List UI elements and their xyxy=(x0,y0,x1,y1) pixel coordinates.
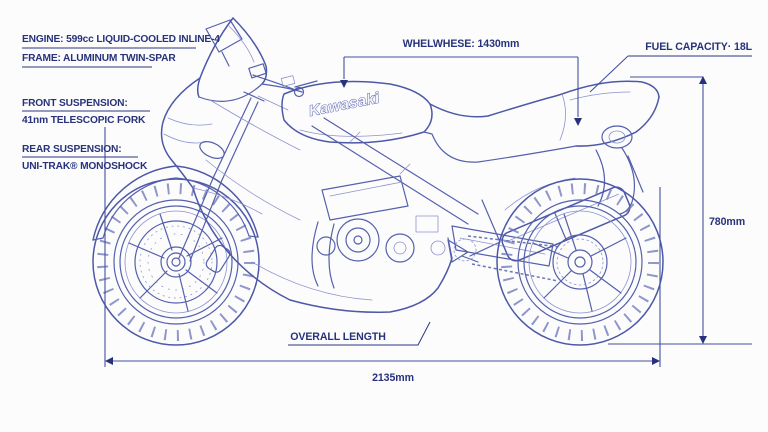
belly-pan xyxy=(251,237,453,313)
front-wheel xyxy=(92,178,260,346)
overall-length-label: OVERALL LENGTH xyxy=(290,331,386,343)
spec-labels: ENGINE: 599cc LIQUID-COOLED INLINE-4 FRA… xyxy=(22,34,220,172)
front-suspension-value: 41nm TELESCOPIC FORK xyxy=(22,115,146,126)
height-label: 780mm xyxy=(709,216,745,228)
windscreen xyxy=(196,17,268,102)
rear-wheel xyxy=(496,178,664,346)
engine xyxy=(311,175,446,289)
wheelbase-dimension: WHELWHESE: 1430mm xyxy=(340,38,582,126)
handlebar-controls xyxy=(248,63,318,98)
fuel-capacity-label: FUEL CAPACITY· 18L xyxy=(645,41,752,53)
kawasaki-logo: Kawasaki xyxy=(308,89,382,119)
overall-length-value: 2135mm xyxy=(372,372,414,384)
rear-spokes xyxy=(532,213,627,312)
engine-spec-label: ENGINE: 599cc LIQUID-COOLED INLINE-4 xyxy=(22,34,220,45)
fuel-capacity-callout: FUEL CAPACITY· 18L xyxy=(589,41,753,93)
front-spokes xyxy=(128,213,223,312)
motorcycle-drawing: Kawasaki xyxy=(92,17,664,346)
seat-tail xyxy=(423,80,660,215)
mirror xyxy=(205,19,243,67)
wheelbase-label: WHELWHESE: 1430mm xyxy=(403,38,520,50)
overall-length-dimension: OVERALL LENGTH 2135mm xyxy=(104,127,661,384)
swingarm-chain xyxy=(451,177,576,282)
rear-suspension-title: REAR SUSPENSION: xyxy=(22,144,122,155)
height-dimension: 780mm xyxy=(608,76,752,345)
frame-spars xyxy=(311,117,479,225)
front-fork xyxy=(178,91,289,262)
frame-spec-label: FRAME: ALUMINUM TWIN-SPAR xyxy=(22,53,176,64)
rear-suspension-value: UNI-TRAK® MONOSHOCK xyxy=(22,161,148,172)
front-suspension-title: FRONT SUSPENSION: xyxy=(22,98,128,109)
fuel-tank: Kawasaki xyxy=(281,80,433,144)
front-fairing xyxy=(160,77,303,301)
